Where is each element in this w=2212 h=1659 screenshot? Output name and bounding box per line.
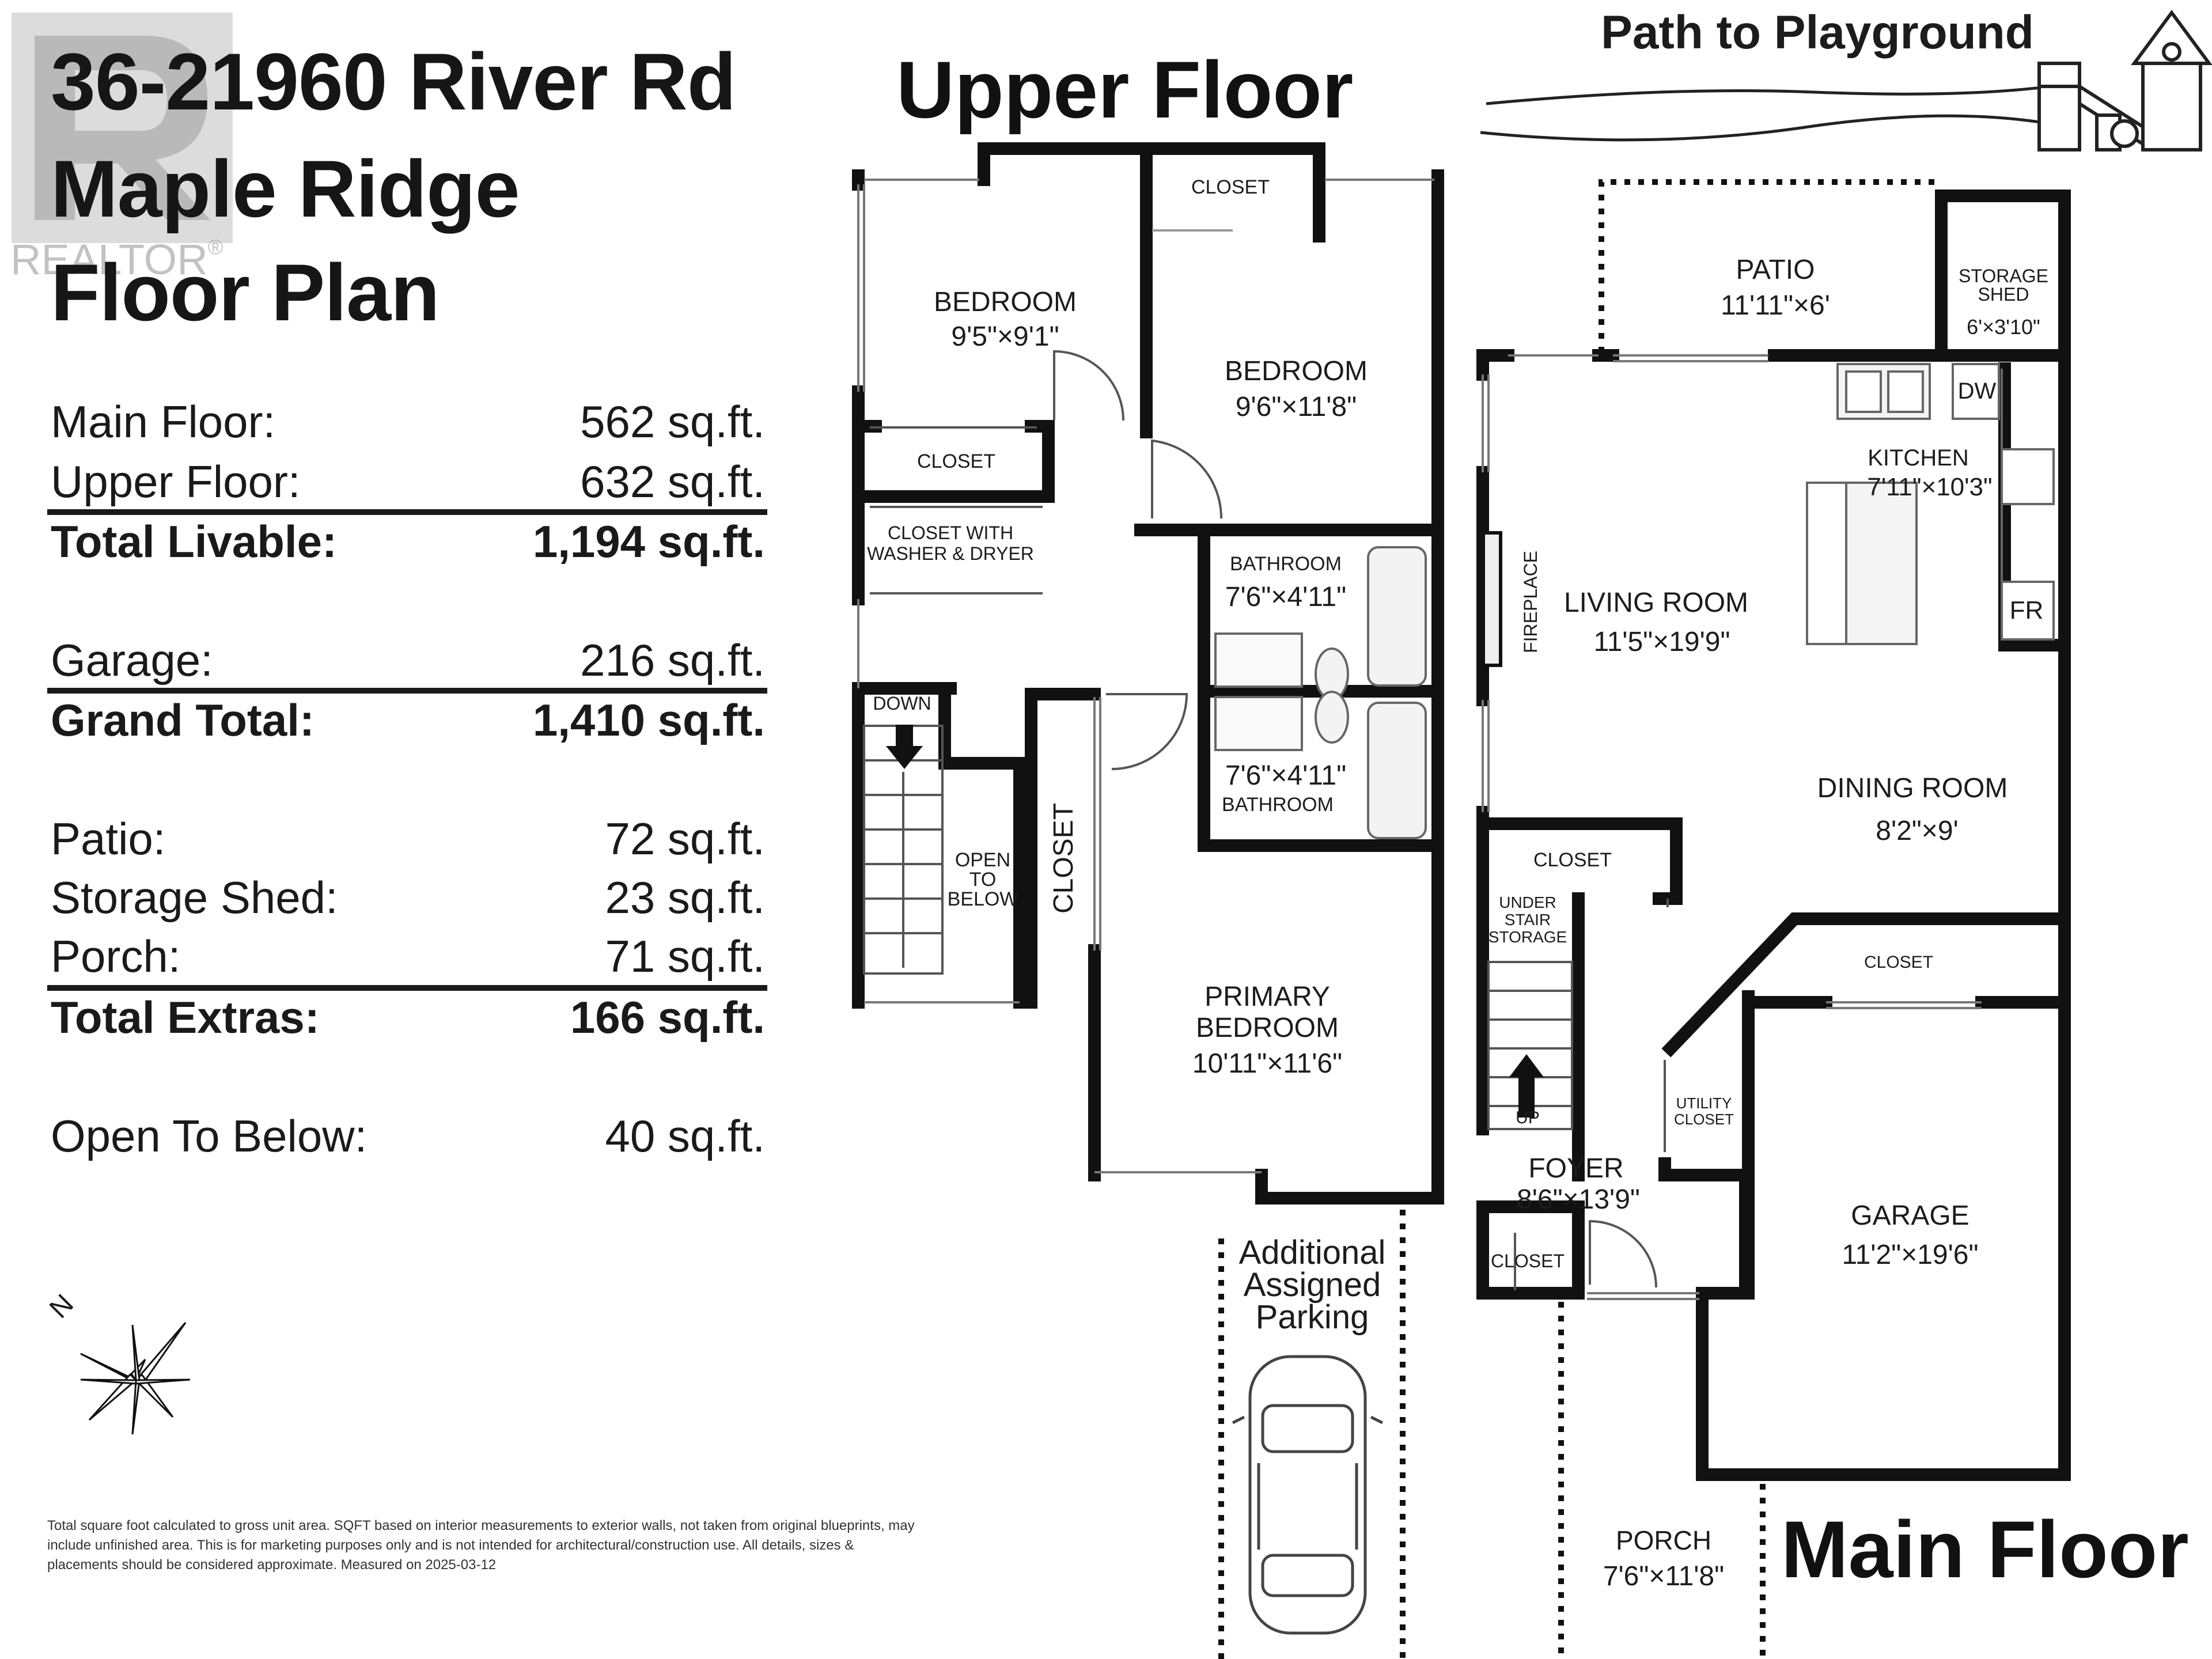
dishwasher-label: DW: [1958, 378, 1997, 404]
upper-floor-heading: Upper Floor: [896, 44, 1354, 135]
main-floor-doors: [1514, 899, 1669, 1290]
area-row-grand-total: Grand Total:1,410 sq.ft.: [51, 695, 765, 745]
fireplace-icon: [1482, 531, 1502, 667]
under-stair-label-1: UNDER: [1499, 893, 1556, 911]
storage-shed-size: 6'×3'10": [1967, 315, 2040, 339]
garage-size: 11'2"×19'6": [1842, 1240, 1978, 1270]
dining-room-size: 8'2"×9': [1876, 816, 1958, 846]
bedroom-1-size: 9'5"×9'1": [951, 321, 1059, 352]
foyer-size: 8'6"×13'9": [1517, 1184, 1640, 1215]
living-room-size: 11'5"×19'9": [1593, 627, 1730, 657]
parking-outline: [1218, 1210, 1406, 1659]
under-stair-label-2: STAIR: [1505, 911, 1551, 929]
kitchen-fixtures: [1806, 363, 2055, 645]
compass-rose-icon: [80, 1322, 191, 1435]
listing-address: 36-21960 River Rd: [51, 36, 736, 127]
kitchen-name: KITCHEN: [1868, 445, 1969, 471]
down-arrow-icon: [886, 725, 923, 769]
area-row-porch: Porch:71 sq.ft.: [51, 931, 765, 982]
upper-closet-top-label: CLOSET: [1191, 176, 1270, 198]
area-row-storage-shed: Storage Shed:23 sq.ft.: [51, 872, 765, 923]
path-lines: [1480, 85, 2051, 142]
area-row-patio: Patio:72 sq.ft.: [51, 813, 765, 864]
fireplace-label: FIREPLACE: [1520, 551, 1541, 653]
hall-closet-label: CLOSET: [1533, 849, 1612, 871]
patio-outline: [1599, 179, 1936, 353]
dining-room-name: DINING ROOM: [1817, 773, 2008, 804]
open-below-label-1: OPEN: [955, 849, 1010, 871]
patio-size: 11'11"×6': [1721, 290, 1830, 321]
bathroom-1-name: BATHROOM: [1230, 553, 1342, 575]
divider: [47, 688, 767, 694]
compass-north-label: N: [44, 1289, 79, 1324]
main-floor-heading: Main Floor: [1781, 1504, 2189, 1594]
area-row-garage: Garage:216 sq.ft.: [51, 635, 765, 685]
laundry-closet-label-2: WASHER & DRYER: [867, 543, 1034, 564]
disclaimer-footnote: Total square foot calculated to gross un…: [47, 1518, 915, 1573]
porch-size: 7'6"×11'8": [1603, 1561, 1724, 1592]
upper-closet-left-label: CLOSET: [917, 450, 995, 472]
bathroom-2-name: BATHROOM: [1222, 794, 1334, 816]
open-below-label-2: TO: [969, 869, 997, 891]
primary-bedroom-name-2: BEDROOM: [1196, 1013, 1339, 1043]
fridge-label: FR: [2010, 596, 2044, 624]
upper-floor-doors: [870, 229, 1233, 770]
car-icon: [1232, 1355, 1384, 1635]
listing-subtitle: Floor Plan: [51, 247, 440, 338]
parking-label-2: Assigned: [1244, 1266, 1381, 1304]
down-stairs-label: DOWN: [873, 693, 931, 714]
realtor-logo-text: REALTOR®: [10, 235, 224, 283]
foyer-closet-label: CLOSET: [1491, 1251, 1565, 1271]
divider: [47, 985, 767, 991]
under-stair-label-3: STORAGE: [1488, 928, 1567, 946]
upper-floor-walls: [852, 142, 1444, 1205]
bathroom-2-size: 7'6"×4'11": [1225, 760, 1346, 791]
area-row-total-livable: Total Livable:1,194 sq.ft.: [51, 516, 765, 567]
area-row-main-floor: Main Floor:562 sq.ft.: [51, 396, 765, 447]
parking-label-3: Parking: [1256, 1298, 1369, 1336]
upper-closet-vertical-label: CLOSET: [1048, 803, 1079, 914]
listing-city: Maple Ridge: [51, 143, 520, 234]
primary-bedroom-size: 10'11"×11'6": [1192, 1048, 1342, 1079]
kitchen-size: 7'11"×10'3": [1867, 473, 1992, 501]
area-row-open-to-below: Open To Below:40 sq.ft.: [51, 1111, 765, 1161]
bathroom-fixtures-upper: [1214, 546, 1427, 839]
bedroom-2-name: BEDROOM: [1225, 356, 1368, 387]
garage-name: GARAGE: [1851, 1200, 1969, 1231]
bedroom-2-size: 9'6"×11'8": [1236, 392, 1357, 422]
open-below-label-3: BELOW: [948, 888, 1018, 910]
area-row-upper-floor: Upper Floor:632 sq.ft.: [51, 456, 765, 507]
parking-label-1: Additional: [1239, 1234, 1386, 1271]
living-room-name: LIVING ROOM: [1564, 588, 1748, 618]
bathroom-1-size: 7'6"×4'11": [1225, 582, 1346, 612]
laundry-closet-label-1: CLOSET WITH: [888, 522, 1013, 543]
utility-closet-label-1: UTILITY: [1676, 1094, 1732, 1112]
area-row-total-extras: Total Extras:166 sq.ft.: [51, 992, 765, 1043]
storage-shed-name-2: SHED: [1978, 284, 2029, 305]
up-arrow-icon: [1509, 1054, 1544, 1118]
porch-name: PORCH: [1616, 1525, 1711, 1555]
foyer-name: FOYER: [1528, 1153, 1623, 1184]
main-stairs-icon: [1487, 961, 1573, 1130]
garage-closet-label: CLOSET: [1864, 953, 1933, 972]
stairs-up-label: UP: [1516, 1108, 1540, 1127]
storage-shed-name-1: STORAGE: [1959, 266, 2048, 286]
utility-closet-label-2: CLOSET: [1674, 1111, 1734, 1128]
bedroom-1-name: BEDROOM: [934, 287, 1077, 317]
realtor-logo: [12, 13, 233, 243]
main-floor-windows: [1482, 354, 1982, 1300]
upper-floor-windows: [857, 179, 1434, 1173]
playground-icon: [2037, 9, 2212, 151]
primary-bedroom-name-1: PRIMARY: [1205, 982, 1330, 1012]
divider: [47, 509, 767, 515]
upper-stairs-icon: [863, 725, 944, 975]
patio-name: PATIO: [1736, 255, 1815, 285]
path-to-playground-label: Path to Playground: [1601, 6, 2034, 59]
